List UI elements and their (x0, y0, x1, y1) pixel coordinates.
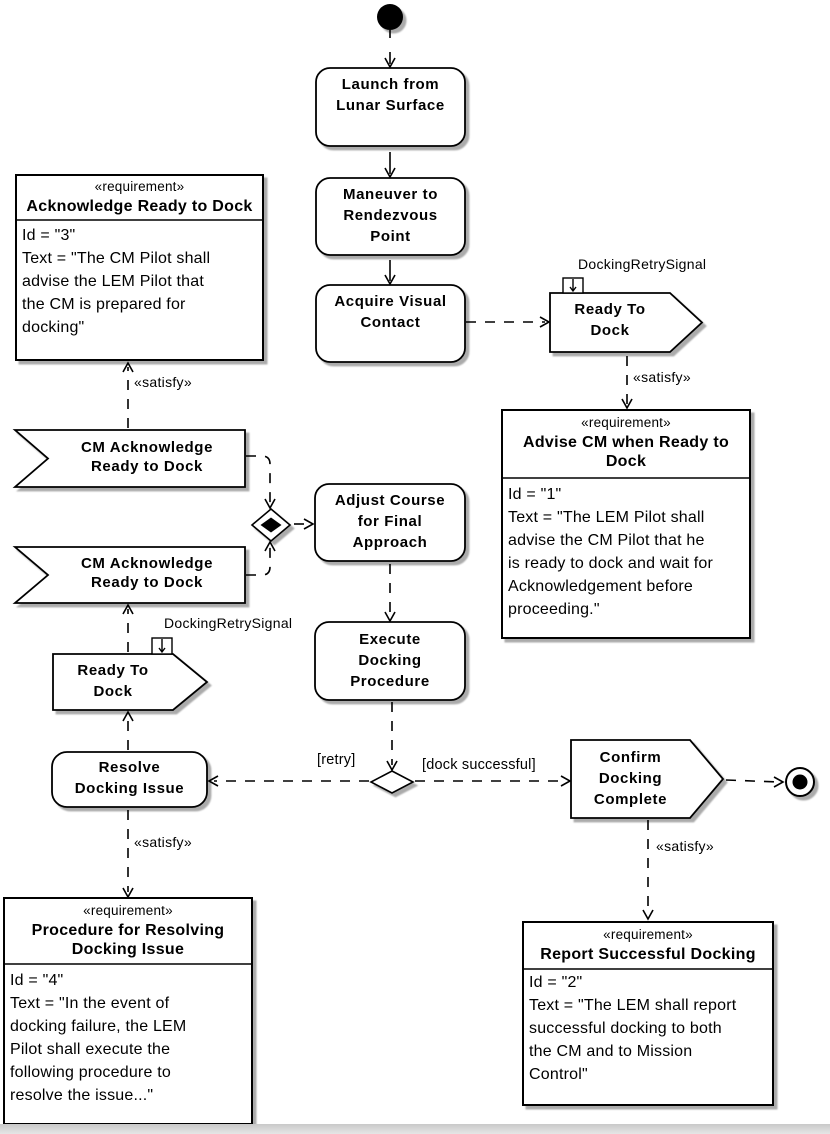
accept-event-cm-ack-bottom (12, 546, 246, 604)
arrowhead-into-req3 (122, 361, 134, 373)
docking-retry-signal-label-top: DockingRetrySignal (578, 256, 707, 272)
requirement-box-advise-cm (501, 409, 751, 639)
activity-execute-docking (314, 621, 466, 701)
req1-title: Advise CM when Ready to Dock (522, 434, 730, 470)
arrowhead-into-readydock2 (122, 710, 134, 722)
arrowhead-into-merge-top (264, 498, 276, 510)
activity-acquire-visual-contact (315, 284, 466, 363)
activity-resolve-label: Resolve Docking Issue (74, 759, 185, 797)
arrowhead-into-final (773, 776, 785, 788)
cm-ack-top-label: CM Acknowledge Ready to Dock (80, 439, 214, 475)
req4-title: Procedure for Resolving Docking Issue (31, 922, 225, 958)
arrowhead-into-merge-bottom (264, 540, 276, 552)
edge-cmack1-to-merge (246, 455, 271, 503)
arrowhead-into-readydock1 (539, 316, 551, 328)
arrowhead-into-confirm (560, 775, 572, 787)
merge-node (250, 507, 292, 543)
decision-node (369, 770, 415, 794)
ready-to-dock-top-label: Ready To Dock (574, 301, 646, 339)
send-signal-nodes (52, 292, 725, 819)
arrowheads (122, 316, 785, 921)
edge-cmack2-to-merge (246, 547, 271, 576)
req1-stereotype: «requirement» (581, 415, 671, 430)
arrowhead-into-adjust (303, 518, 315, 530)
req1-body: Id = "1" Text = "The LEM Pilot shall adv… (508, 486, 714, 618)
send-signal-ready-to-dock-top (549, 292, 704, 353)
req2-body: Id = "2" Text = "The LEM shall report su… (529, 974, 737, 1083)
final-node-core (792, 774, 808, 790)
cm-ack-bottom-label: CM Acknowledge Ready to Dock (80, 555, 214, 591)
activity-resolve-docking-issue (51, 751, 208, 808)
req2-stereotype: «requirement» (603, 927, 693, 942)
req3-body: Id = "3" Text = "The CM Pilot shall advi… (22, 227, 211, 336)
page-bottom-edge (0, 1124, 830, 1134)
satisfy-label-req2: «satisfy» (656, 838, 714, 854)
activity-acquire-label: Acquire Visual Contact (334, 293, 447, 331)
arrowhead-launch-maneuver (384, 167, 396, 179)
activity-maneuver-label: Maneuver to Rendezvous Point (343, 186, 438, 245)
arrowhead-into-req2 (642, 909, 654, 921)
req4-stereotype: «requirement» (83, 903, 173, 918)
arrowhead-into-decision (386, 760, 398, 772)
req4-body: Id = "4" Text = "In the event of docking… (10, 972, 187, 1104)
req3-stereotype: «requirement» (94, 179, 185, 194)
arrowhead-maneuver-acquire (384, 274, 396, 286)
guard-dock-successful-label: [dock successful] (422, 757, 536, 773)
requirement-box-procedure-resolving (3, 897, 253, 1125)
arrowhead-into-execute (384, 611, 396, 623)
activity-adjust-label: Adjust Course for Final Approach (334, 492, 446, 551)
requirement-box-report-successful (522, 921, 774, 1106)
activity-execute-label: Execute Docking Procedure (350, 631, 430, 690)
arrowhead-into-req1 (621, 398, 633, 410)
signal-pin-arrow-icon-top (569, 279, 577, 293)
activity-launch (315, 67, 466, 147)
ready-to-dock-bottom-label: Ready To Dock (77, 662, 149, 700)
accept-event-cm-ack-top (12, 429, 246, 488)
arrowhead-initial-launch (384, 57, 396, 69)
signal-pin-icons (151, 277, 584, 655)
final-node (785, 767, 815, 797)
activity-adjust-course (314, 483, 466, 562)
initial-node (377, 4, 403, 30)
requirement-boxes (3, 174, 774, 1125)
dashed-flows (127, 321, 779, 914)
arrowhead-into-resolve (207, 775, 219, 787)
edge-confirm-to-final (725, 779, 779, 783)
guard-retry-label: [retry] (317, 752, 356, 768)
satisfy-label-req3: «satisfy» (134, 374, 192, 390)
requirement-box-acknowledge-ready (15, 174, 264, 361)
send-signal-confirm-docking (570, 739, 725, 819)
signal-pin-arrow-icon-bottom (158, 639, 166, 654)
req3-title: Acknowledge Ready to Dock (26, 198, 253, 215)
arrowhead-into-cmack2 (122, 603, 134, 615)
req2-title: Report Successful Docking (540, 946, 756, 963)
activity-maneuver (315, 177, 466, 256)
activity-launch-label: Launch from Lunar Surface (336, 76, 445, 114)
satisfy-label-req1: «satisfy» (633, 369, 691, 385)
activity-nodes (51, 67, 466, 808)
docking-retry-signal-label-bottom: DockingRetrySignal (164, 615, 293, 631)
confirm-docking-label: Confirm Docking Complete (593, 749, 668, 808)
accept-event-nodes (12, 429, 246, 604)
merge-diamond-core (260, 517, 282, 533)
satisfy-label-req4: «satisfy» (134, 834, 192, 850)
solid-control-flows (384, 30, 396, 286)
requirement-dividers (4, 219, 773, 970)
